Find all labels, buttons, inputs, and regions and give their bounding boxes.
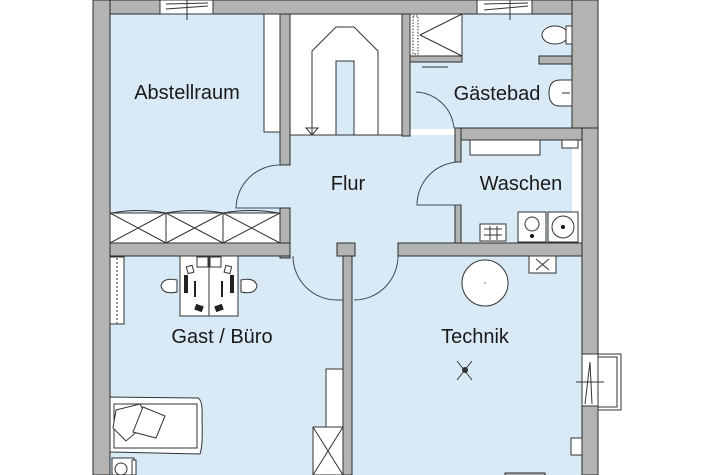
monitor-icon — [184, 275, 188, 293]
laptop-icon — [194, 303, 204, 313]
staircase — [289, 13, 403, 136]
dryer — [517, 211, 547, 243]
socket-icon — [570, 437, 583, 456]
ceiling-light-center — [462, 367, 468, 373]
door-gast-buero — [292, 255, 343, 301]
room-label-flur: Flur — [331, 173, 366, 195]
wall-right-upper — [571, 0, 599, 129]
wall-stair-bath — [401, 13, 411, 137]
room-label-abstellraum: Abstellraum — [134, 82, 240, 104]
window-icon — [165, 0, 209, 20]
wall-mid-right — [397, 242, 583, 257]
sink-icon — [548, 79, 573, 107]
tank — [461, 259, 509, 307]
toilet-tank — [565, 25, 573, 45]
room-label-gast-buero: Gast / Büro — [171, 326, 272, 348]
wall-gast-technik — [342, 255, 353, 475]
window-frame — [476, 0, 533, 15]
window-top-left — [159, 0, 214, 20]
door-technik — [353, 255, 399, 301]
toilet — [541, 25, 573, 45]
wall-right-lower — [581, 405, 599, 475]
wall-mid-left — [109, 242, 291, 257]
lamp-icon — [114, 462, 128, 475]
vent-cross — [535, 258, 550, 271]
shower-lines — [419, 13, 463, 57]
office-chair-icon — [240, 278, 258, 294]
radiator — [109, 256, 125, 325]
shower — [409, 13, 463, 68]
window-icon — [576, 361, 604, 405]
window-top-right — [476, 0, 533, 20]
closet-shelf — [325, 368, 344, 428]
wardrobe-doors — [109, 212, 281, 244]
floor-abstellraum — [110, 14, 280, 244]
floor-flur — [280, 135, 460, 255]
door-gaestebad — [415, 91, 455, 129]
office-chair-icon — [209, 256, 222, 268]
wall-shower — [409, 55, 463, 63]
closet — [312, 368, 344, 475]
wall-left — [92, 0, 111, 475]
wall-abstell-stair-upper — [279, 13, 291, 166]
doors — [235, 91, 461, 301]
vent — [528, 255, 557, 274]
sink — [548, 79, 573, 107]
laptop-icon — [214, 303, 224, 313]
nightstand — [111, 457, 137, 475]
washer-dot — [561, 225, 565, 229]
keyboard-icon — [221, 281, 223, 297]
stair-direction-arrow-icon — [304, 90, 320, 136]
desks — [160, 255, 258, 317]
closet-cross — [312, 426, 344, 475]
boiler-icon — [479, 223, 507, 242]
heater-icon — [561, 139, 579, 149]
room-label-waschen: Waschen — [480, 173, 563, 195]
walls — [92, 0, 599, 475]
dryer-dot — [530, 234, 534, 238]
wall-waschen-left-lower — [454, 204, 462, 246]
phone-icon — [223, 264, 233, 275]
monitor-icon — [230, 275, 234, 293]
window-frame — [581, 353, 599, 407]
room-label-technik: Technik — [441, 326, 510, 348]
washer-drum — [551, 215, 575, 239]
countertop-icon — [469, 139, 541, 156]
wall-bath-bottom — [454, 127, 583, 141]
wall-toilet-partition — [538, 55, 573, 65]
ceiling-light — [456, 360, 473, 381]
door-waschen — [416, 161, 461, 206]
room-label-gaestebad: Gästebad — [454, 83, 541, 105]
keyboard-icon — [194, 281, 196, 297]
wardrobe-top-arc — [111, 210, 279, 214]
office-chair-icon — [160, 278, 178, 294]
wall-mid-center — [336, 242, 356, 257]
window-icon — [483, 0, 529, 20]
boiler — [479, 223, 507, 242]
window-technik — [576, 353, 622, 411]
wall-waschen-left-upper — [454, 127, 462, 163]
wall-right-mid — [581, 127, 599, 355]
shower-icon — [409, 13, 463, 57]
boiler-lines — [484, 226, 502, 240]
door-abstellraum — [235, 164, 281, 209]
nightstand-edge — [131, 459, 137, 475]
staircase-well — [335, 60, 355, 136]
pillow-icon — [132, 406, 166, 439]
tank-center — [484, 282, 486, 284]
office-chair-icon — [196, 256, 209, 268]
washing-machine — [547, 211, 579, 243]
shower-drain — [412, 15, 419, 55]
phone-icon — [185, 264, 195, 275]
toilet-icon — [541, 25, 569, 45]
technik-duct — [504, 472, 546, 475]
shelf — [263, 13, 281, 133]
dryer-drum — [524, 216, 540, 232]
wall-top-middle — [212, 0, 478, 15]
staircase-icon — [311, 26, 379, 135]
bed — [109, 396, 203, 455]
wardrobe — [109, 210, 281, 244]
